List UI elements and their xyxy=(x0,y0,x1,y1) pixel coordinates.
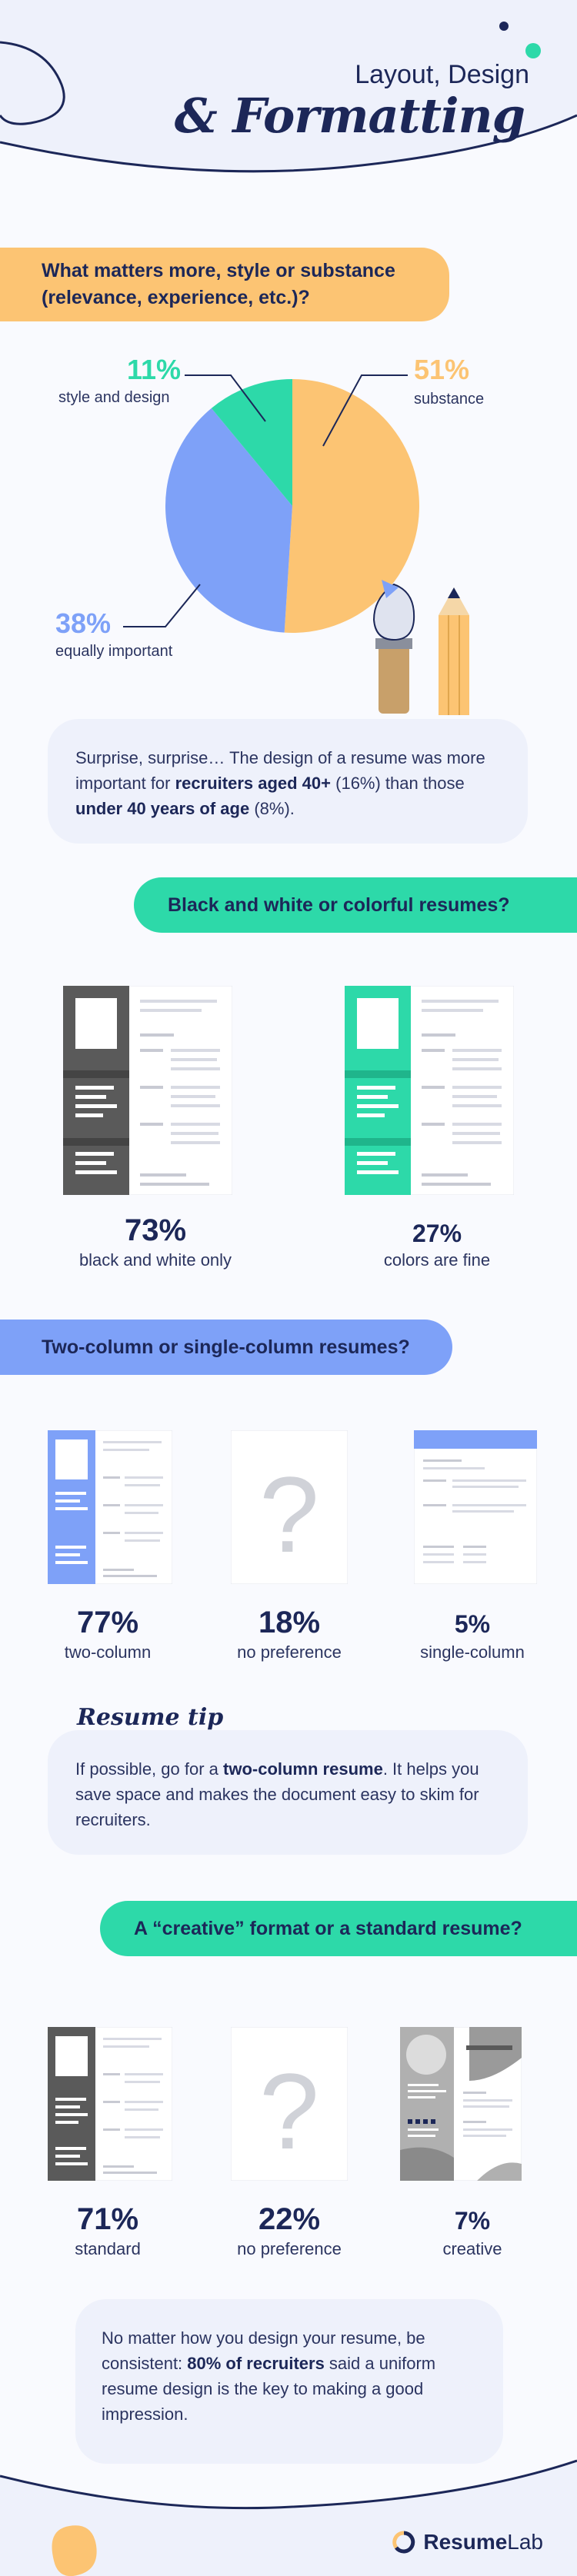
question-style-vs-substance: What matters more, style or substance (r… xyxy=(0,248,449,321)
resumelab-logo-icon xyxy=(392,2531,415,2554)
pie-pct-equal: 38% xyxy=(55,607,112,639)
note-age-design: Surprise, surprise… The design of a resu… xyxy=(48,719,528,844)
question-mark-icon: ? xyxy=(259,2051,319,2172)
stat-bw-label: black and white only xyxy=(78,1250,232,1270)
dot-navy xyxy=(499,22,509,31)
resume-thumb-single-column xyxy=(414,1430,537,1584)
resume-tip-note: If possible, go for a two-column resume.… xyxy=(48,1730,528,1855)
page-title-line1: Layout, Design xyxy=(355,60,529,89)
stat-no-pref-number: 18% xyxy=(258,1606,321,1639)
stat-color-number: 27% xyxy=(412,1220,462,1247)
resume-thumb-creative xyxy=(400,2027,522,2181)
stat-two-column-number: 77% xyxy=(76,1606,139,1639)
question-bw-vs-color: Black and white or colorful resumes? xyxy=(134,877,577,933)
stat-standard-label: standard xyxy=(75,2239,141,2258)
brand-name-b: Lab xyxy=(507,2530,543,2554)
stat-no-pref-label: no preference xyxy=(237,1642,342,1662)
stat-creative-number: 7% xyxy=(454,2207,491,2235)
stat-no-pref2-number: 22% xyxy=(258,2202,321,2236)
resume-thumb-standard xyxy=(48,2027,172,2181)
header-decor xyxy=(0,22,577,185)
pie-leader-lines xyxy=(123,374,408,627)
pie-slice-style-and-design xyxy=(211,379,292,506)
stat-two-column-label: two-column xyxy=(64,1642,152,1662)
pie-slice-equally-important xyxy=(165,408,292,633)
stat-single-column-number: 5% xyxy=(454,1610,491,1638)
dot-teal xyxy=(525,43,541,58)
resume-thumb-two-column xyxy=(48,1430,172,1584)
no-preference-card-2: ? xyxy=(231,2027,348,2181)
pie-label-equal: equally important xyxy=(55,643,173,660)
stat-standard-number: 71% xyxy=(76,2202,139,2236)
brand-name-a: Resume xyxy=(423,2530,508,2554)
stat-color-label: colors are fine xyxy=(383,1250,491,1270)
resume-thumb-bw xyxy=(63,986,232,1195)
question-two-vs-single-column: Two-column or single-column resumes? xyxy=(0,1320,452,1375)
question-creative-vs-standard: A “creative” format or a standard resume… xyxy=(100,1901,577,1956)
brush-pencil-illustration xyxy=(372,580,469,715)
stat-creative-label: creative xyxy=(442,2239,502,2258)
resumelab-logo[interactable]: ResumeLab xyxy=(392,2530,543,2554)
stat-single-column-label: single-column xyxy=(420,1642,525,1662)
pie-pct-substance: 51% xyxy=(414,354,470,385)
question-text: What matters more, style or substance (r… xyxy=(42,260,395,308)
pie-chart xyxy=(165,379,420,633)
pie-label-substance: substance xyxy=(414,391,485,408)
stat-bw-number: 73% xyxy=(124,1213,187,1247)
resume-tip-title: Resume tip xyxy=(77,1704,224,1731)
pie-pct-style: 11% xyxy=(127,354,182,385)
resume-thumb-color xyxy=(345,986,514,1195)
question-mark-icon: ? xyxy=(259,1454,319,1575)
page-title-line2: & Formatting xyxy=(174,88,525,144)
footer-decor xyxy=(0,2459,577,2576)
pie-label-style: style and design xyxy=(58,389,170,406)
no-preference-card: ? xyxy=(231,1430,348,1584)
stat-no-pref2-label: no preference xyxy=(237,2239,342,2258)
pie-slice-substance xyxy=(284,379,420,633)
note-consistency: No matter how you design your resume, be… xyxy=(75,2299,503,2464)
